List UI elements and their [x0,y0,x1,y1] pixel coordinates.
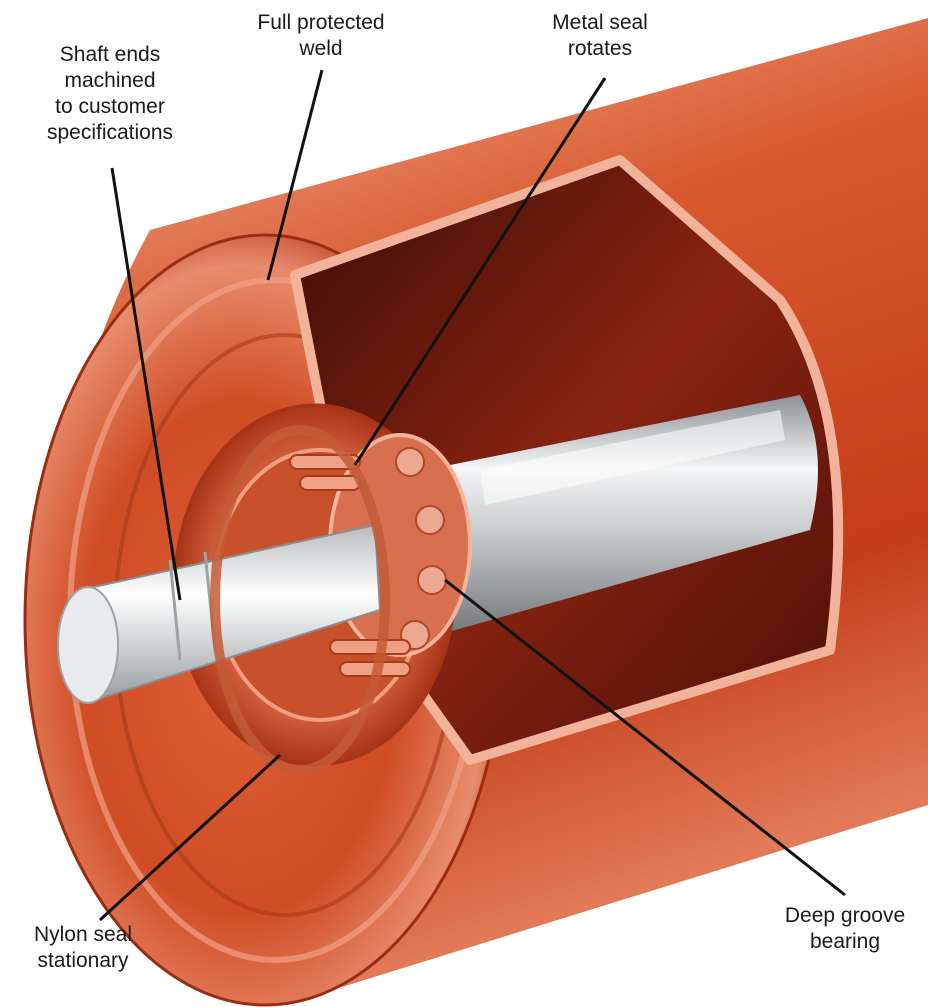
label-weld: Full protected weld [236,10,406,62]
label-nylon-seal: Nylon seal stationary [8,922,158,974]
label-bearing: Deep groove bearing [765,903,925,955]
label-metal-seal: Metal seal rotates [520,10,680,62]
label-shaft-ends: Shaft ends machined to customer specific… [20,42,200,146]
bearing-ball [416,506,444,534]
bearing-ball [418,566,446,594]
shaft-end-face [58,587,118,703]
bearing-ball [396,448,424,476]
